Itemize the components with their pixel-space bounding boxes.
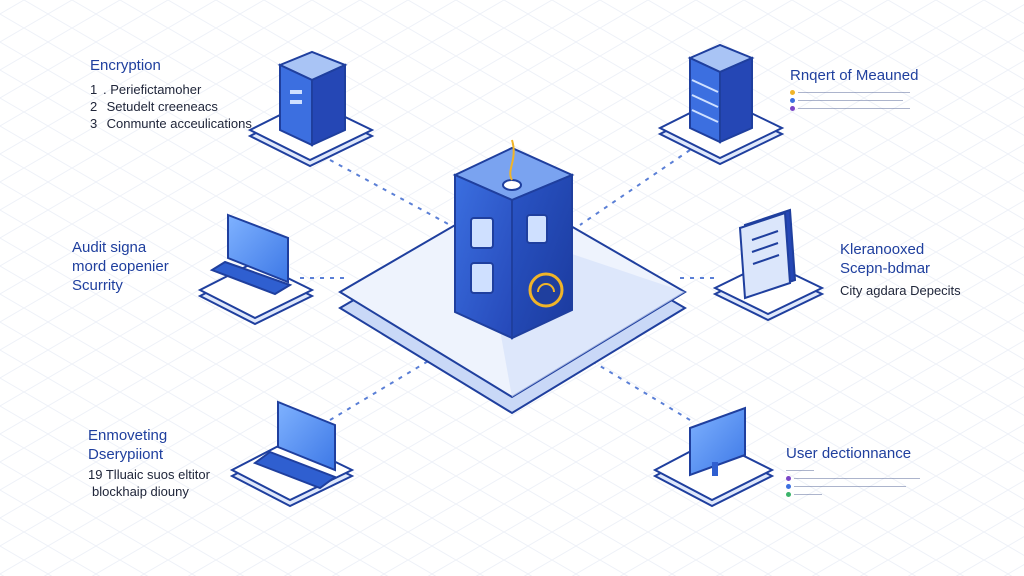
label-bottom-left-line: Dserypiiont [88, 446, 164, 463]
label-top-left: Encryption 1. Periefictamoher 2 Setudelt… [90, 56, 252, 132]
label-top-left-list: 1. Periefictamoher 2 Setudelt creeneacs … [90, 81, 252, 132]
label-mid-left-line: mord eopenier [72, 258, 169, 275]
laptop-icon [229, 400, 355, 508]
label-top-left-title: Encryption [90, 57, 161, 74]
list-item: 2 Setudelt creeneacs [90, 99, 218, 114]
label-top-right-title: Rnqert of Meauned [790, 67, 919, 84]
label-mid-left-line: Audit signa [72, 239, 147, 256]
label-bottom-left: Enmoveting Dserypiiont 19 Tlluaic suos e… [88, 426, 210, 500]
connector-top-right [579, 149, 691, 226]
label-mid-right-line: Scepn-bdmar [840, 260, 931, 277]
server-icon [247, 50, 375, 168]
label-top-right: Rnqert of Meauned ———————————————— —————… [790, 66, 918, 113]
list-item: 1. Periefictamoher [90, 82, 202, 97]
connectors [300, 149, 720, 421]
label-bottom-left-line: Enmoveting [88, 427, 168, 444]
label-bottom-right-detail: ———— —————————————————— ————————————————… [786, 467, 920, 498]
connector-top-left [329, 159, 451, 226]
document-stack-icon [712, 208, 825, 322]
list-item: 3 Conmunte acceulications [90, 116, 252, 131]
label-bottom-left-text: blockhaip diouny [92, 484, 189, 499]
label-mid-right-subtitle: City agdara Depecits [840, 283, 961, 298]
server-rack-icon [657, 43, 785, 166]
label-mid-left: Audit signa mord eopenier Scurrity [72, 238, 169, 295]
label-mid-right-line: Kleranooxed [840, 241, 925, 258]
server-tower-icon [452, 139, 575, 340]
monitor-icon-bottom [652, 406, 775, 508]
label-bottom-left-text: 19 Tlluaic suos eltitor [88, 467, 210, 482]
label-mid-right: Kleranooxed Scepn-bdmar City agdara Depe… [840, 240, 961, 299]
label-top-right-detail: ———————————————— ——————————————— ———————… [790, 89, 918, 113]
lock-icon [528, 272, 564, 308]
label-mid-left-line: Scurrity [72, 277, 123, 294]
label-bottom-right-title: User dectionnance [786, 445, 912, 462]
label-bottom-right: User dectionnance ———— —————————————————… [786, 444, 920, 499]
monitor-icon [197, 213, 315, 326]
